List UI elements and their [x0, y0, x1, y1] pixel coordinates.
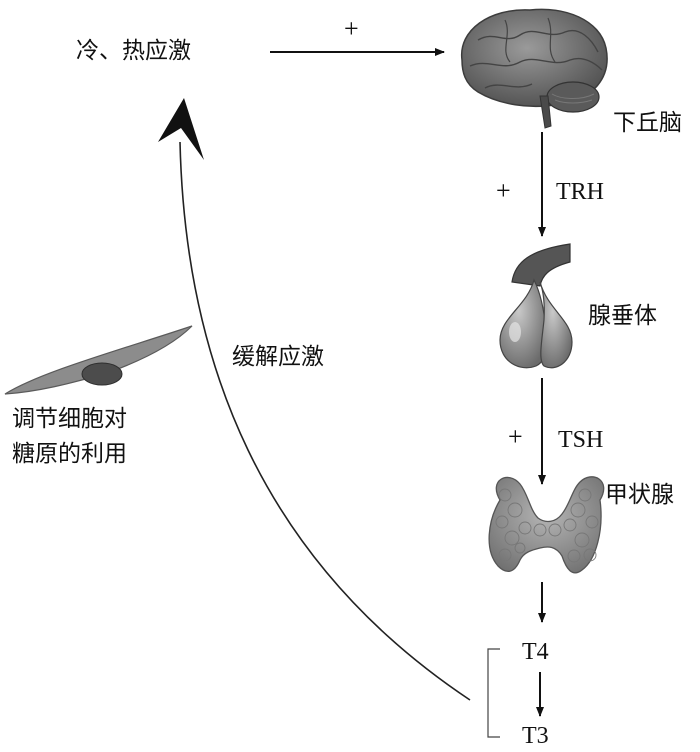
feedback-label: 缓解应激	[232, 344, 324, 370]
t4-label: T4	[522, 639, 549, 665]
feedback-curve	[179, 141, 471, 701]
pituitary-name: 垂体	[611, 303, 657, 329]
stimulus-plus-sign: +	[344, 14, 359, 43]
cell-label-line2: 糖原的利用	[12, 441, 127, 467]
hypothalamus-label: 下丘脑	[613, 110, 682, 136]
cell-label-line1: 调节细胞对	[12, 406, 127, 432]
tsh-plus-sign: +	[508, 422, 523, 451]
trh-plus-sign: +	[496, 176, 511, 205]
t4-t3-bracket	[487, 648, 500, 738]
thyroid-label: 甲状腺	[605, 482, 674, 508]
pituitary-label: 腺垂体	[588, 305, 657, 328]
feedback-arrowhead	[158, 98, 204, 160]
stimulus-label: 冷、热应激	[76, 38, 191, 64]
pituitary-image	[499, 243, 573, 369]
tsh-label: TSH	[558, 427, 604, 453]
cell-image	[4, 325, 193, 395]
trh-label: TRH	[556, 179, 604, 205]
t3-label: T3	[522, 723, 549, 749]
brain-image	[461, 8, 608, 129]
pituitary-prefix: 腺	[588, 303, 611, 329]
thyroid-image	[488, 476, 605, 574]
